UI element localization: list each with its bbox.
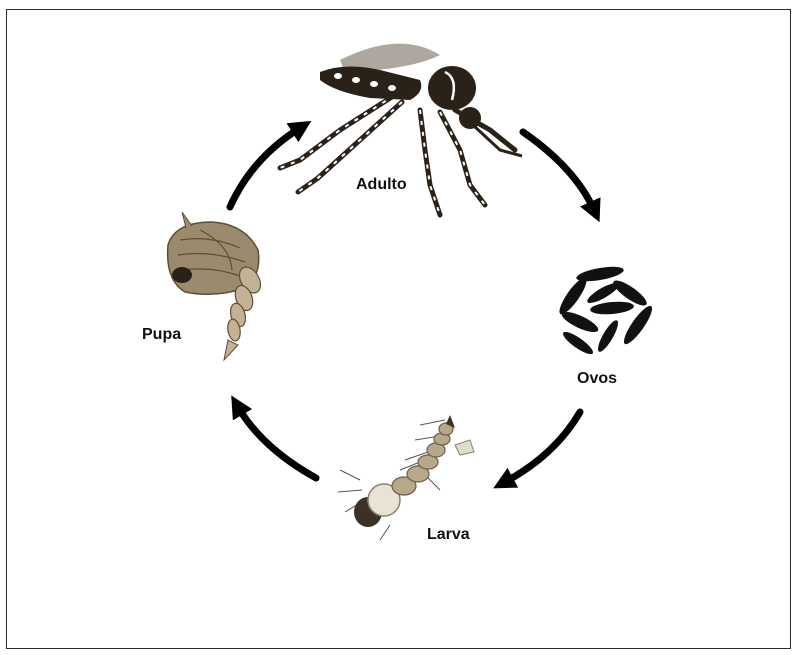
- stage-label-ovos: Ovos: [577, 370, 617, 388]
- eggs-icon: [555, 264, 656, 357]
- larva-icon: [338, 415, 474, 540]
- pupa-icon: [168, 212, 265, 360]
- stage-label-adulto: Adulto: [356, 176, 407, 194]
- arrow-adulto-to-ovos: [523, 132, 594, 210]
- arrow-ovos-to-larva: [505, 412, 580, 482]
- stage-label-larva: Larva: [427, 526, 470, 544]
- cycle-arrows: [230, 128, 594, 482]
- arrow-larva-to-pupa: [238, 407, 316, 478]
- stage-label-pupa: Pupa: [142, 326, 181, 344]
- arrow-pupa-to-adulto: [230, 128, 300, 207]
